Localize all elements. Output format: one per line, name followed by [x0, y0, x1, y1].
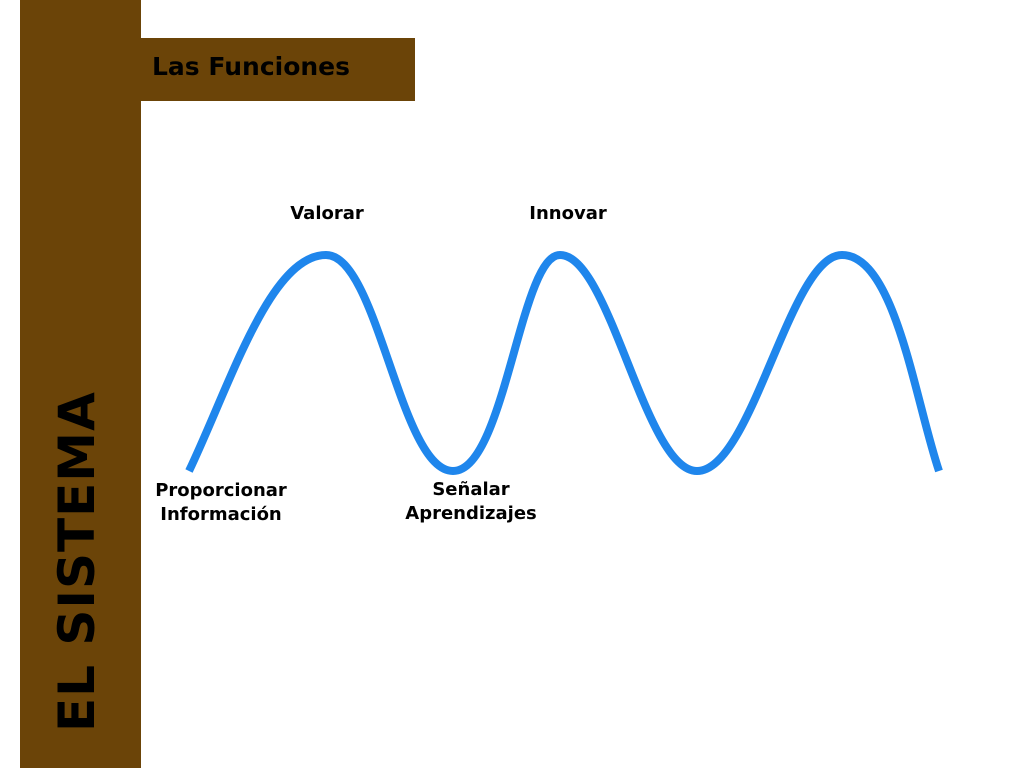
- label-senalar-aprendizajes: Señalar Aprendizajes: [405, 478, 536, 526]
- page-title: Las Funciones: [152, 52, 351, 81]
- label-proporcionar-line1: Proporcionar: [155, 480, 287, 501]
- sidebar-bar: [20, 0, 141, 768]
- label-innovar: Innovar: [529, 203, 607, 224]
- label-senalar-line1: Señalar: [432, 479, 510, 500]
- label-valorar: Valorar: [290, 203, 364, 224]
- label-proporcionar-informacion: Proporcionar Información: [155, 479, 287, 527]
- label-senalar-line2: Aprendizajes: [405, 503, 537, 524]
- label-proporcionar-line2: Información: [160, 504, 282, 525]
- header-tab: Las Funciones: [141, 38, 415, 101]
- wave-line: [185, 251, 943, 475]
